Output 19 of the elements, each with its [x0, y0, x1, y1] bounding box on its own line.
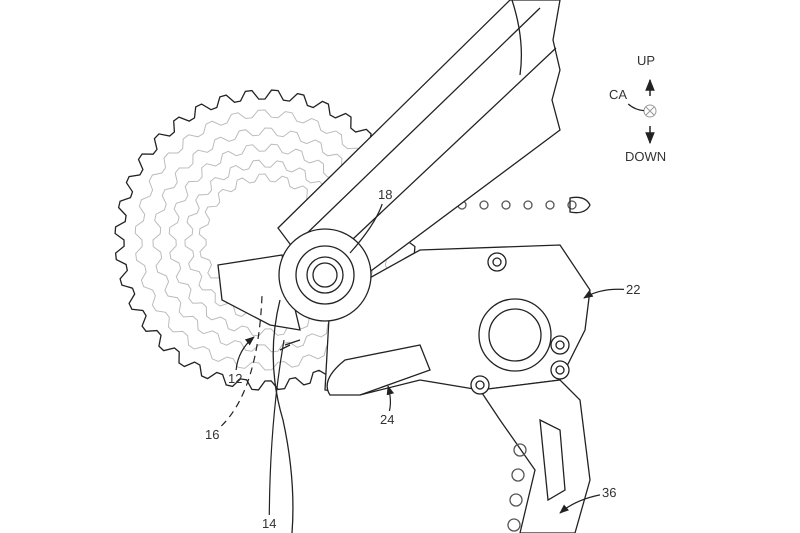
leader-line [583, 288, 624, 299]
leader-line [268, 340, 285, 515]
center-axis-symbol [644, 104, 656, 118]
callout-number: 16 [205, 428, 220, 442]
axis-label: CA [609, 88, 628, 102]
callout-number: 18 [378, 188, 392, 202]
callout-number: 12 [228, 372, 242, 386]
direction-label: DOWN [625, 150, 666, 164]
leader-line [350, 204, 383, 254]
callout-number: 22 [626, 283, 640, 297]
leader-line [220, 296, 263, 426]
direction-label: UP [637, 54, 656, 68]
leader-line [559, 494, 600, 514]
leader-line [628, 104, 644, 112]
leader-line [236, 336, 255, 370]
leader-line [386, 385, 394, 412]
callout-number: 36 [602, 486, 616, 500]
callout-number: 14 [262, 517, 276, 531]
callout-number: 24 [380, 413, 394, 427]
